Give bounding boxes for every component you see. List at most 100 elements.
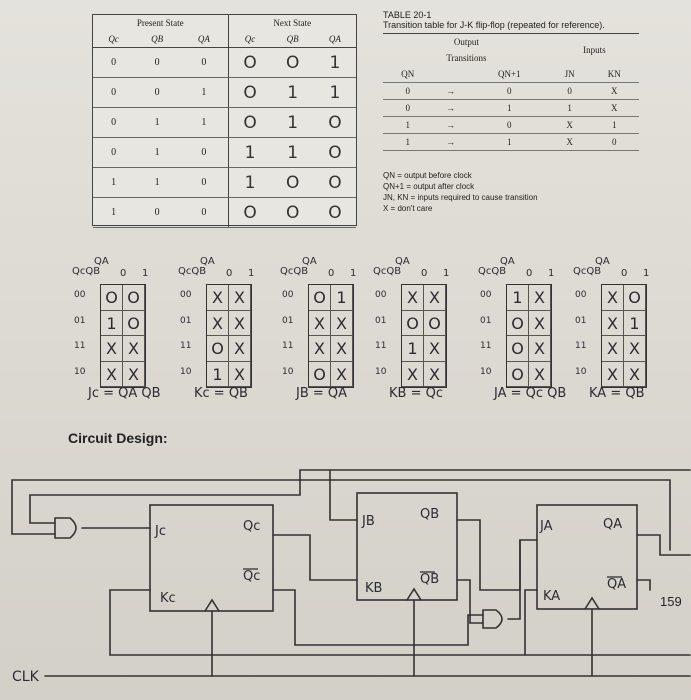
- kmap-cell: 1: [402, 336, 424, 362]
- kmap-cell: X: [123, 336, 145, 362]
- kmap-cell: X: [402, 361, 424, 387]
- qc-label: Qc: [243, 519, 260, 534]
- kmap-row-label: 00: [74, 290, 86, 300]
- next-cell: O: [313, 137, 356, 168]
- kmap-cell: X: [331, 310, 353, 336]
- kmap-top-label: QA: [500, 256, 515, 267]
- present-cell: 0: [134, 197, 181, 228]
- next-cell: 1: [271, 137, 314, 168]
- kmap-cell: X: [229, 285, 251, 311]
- next-cell: 1: [227, 167, 272, 198]
- kmap-col-label: 1: [248, 268, 255, 279]
- col-header: Qc: [227, 31, 272, 48]
- kmap-cell: X: [101, 361, 123, 387]
- kmap-cell: X: [529, 285, 551, 311]
- present-cell: 1: [93, 167, 135, 198]
- arrow-icon: →: [432, 116, 469, 134]
- kmap-col-label: 0: [526, 268, 533, 279]
- present-cell: 0: [180, 167, 229, 198]
- kmap-row-label: 10: [375, 366, 387, 377]
- kmap-row-label: 01: [180, 315, 192, 326]
- qa-bar-label: QA: [607, 577, 626, 592]
- kmap-top-label: QA: [395, 256, 410, 267]
- col-header: QN: [383, 66, 433, 83]
- present-cell: 0: [93, 47, 135, 78]
- next-cell: O: [271, 167, 314, 198]
- kmap-col-label: 1: [548, 268, 555, 279]
- kmap-row-label: 10: [74, 366, 86, 377]
- qn-cell: 1: [383, 116, 433, 134]
- notes: QN = output before clock QN+1 = output a…: [383, 170, 538, 214]
- qn-cell: 0: [383, 82, 433, 100]
- circuit-title: Circuit Design:: [68, 430, 168, 446]
- note: QN = output before clock: [383, 171, 472, 180]
- kmap-cell: O: [402, 310, 424, 336]
- qn1-cell: 1: [468, 99, 550, 117]
- kc-label: Kc: [160, 591, 176, 606]
- kmap-top-label: QA: [94, 256, 109, 267]
- output-group-header: Output: [453, 37, 479, 47]
- kmap-corner-label: QcQB: [280, 266, 309, 277]
- present-cell: 0: [180, 137, 229, 168]
- present-cell: 0: [93, 107, 135, 138]
- kmap-col-label: 1: [142, 268, 149, 279]
- kmap-top-label: QA: [302, 256, 317, 267]
- kmap-cell: X: [624, 361, 646, 387]
- kmap-cell: X: [229, 361, 251, 387]
- note: QN+1 = output after clock: [383, 182, 475, 191]
- jb-label: JB: [361, 514, 375, 529]
- present-state-header: Present State: [136, 18, 184, 28]
- next-cell: O: [313, 167, 356, 198]
- col-header: QB: [134, 31, 181, 48]
- kmap-equation: KB = Qc: [389, 386, 443, 401]
- qn1-cell: 0: [468, 82, 550, 100]
- page-number: 159: [660, 594, 682, 609]
- kmap-row-label: 11: [375, 341, 387, 351]
- qn1-cell: 0: [468, 116, 550, 134]
- qa-label: QA: [603, 517, 622, 532]
- kmap-row-label: 11: [575, 341, 587, 351]
- jn-cell: 1: [549, 99, 590, 117]
- transition-table: TABLE 20-1 Transition table for J-K flip…: [383, 10, 639, 151]
- kmap-corner-label: QcQB: [178, 266, 207, 277]
- kmap-row-label: 11: [480, 341, 492, 351]
- kmap-corner-label: QcQB: [373, 266, 402, 277]
- kmap-cell: O: [309, 361, 331, 387]
- present-cell: 1: [134, 167, 181, 198]
- next-cell: O: [227, 107, 272, 138]
- kmap-cell: X: [529, 336, 551, 362]
- col-header: QA: [180, 31, 229, 48]
- kmap-cell: 1: [101, 310, 123, 336]
- next-cell: 1: [271, 77, 314, 108]
- kmap-row-label: 00: [480, 290, 492, 300]
- arrow-icon: →: [432, 82, 469, 100]
- kmap-cell: O: [507, 361, 529, 387]
- and-gate-jc: [54, 517, 77, 539]
- kmap-row-label: 00: [282, 290, 294, 300]
- kmap-row-label: 10: [282, 366, 294, 377]
- kmap-cell: X: [602, 336, 624, 362]
- next-cell: 1: [227, 137, 272, 168]
- kmap-cell: X: [309, 336, 331, 362]
- inputs-group-header: Inputs: [583, 45, 606, 55]
- qb-bar-label: QB: [420, 572, 439, 587]
- present-cell: 0: [93, 77, 135, 108]
- next-cell: O: [271, 47, 314, 78]
- next-cell: 1: [271, 107, 314, 138]
- and-gate-ja: [482, 609, 503, 629]
- kmap-col-label: 0: [226, 268, 233, 279]
- present-cell: 0: [93, 137, 135, 168]
- next-cell: 1: [313, 47, 356, 78]
- kmap-row-label: 00: [180, 290, 192, 300]
- table-caption: Transition table for J-K flip-flop (repe…: [383, 20, 605, 30]
